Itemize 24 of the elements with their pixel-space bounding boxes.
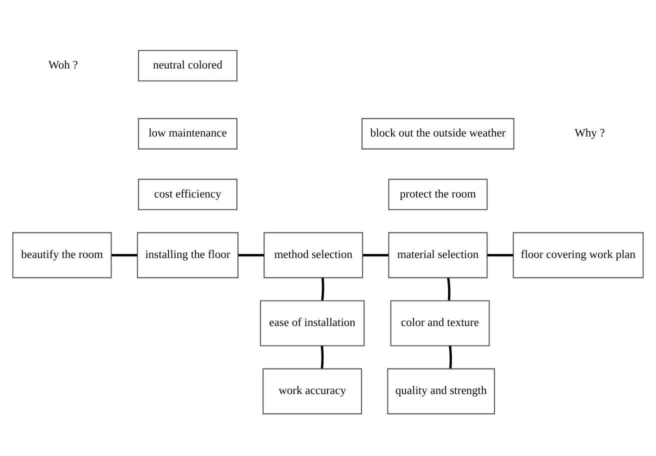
- connector: [487, 254, 514, 256]
- node-box: material selection: [388, 232, 488, 278]
- connector: [112, 254, 138, 256]
- node-box: beautify the room: [12, 232, 112, 278]
- node-box: work accuracy: [262, 368, 362, 414]
- connector: [447, 277, 450, 300]
- connector: [321, 277, 324, 300]
- node-box: method selection: [264, 232, 364, 278]
- node-box: color and texture: [390, 300, 490, 346]
- node-box: floor covering work plan: [512, 232, 644, 278]
- node-box: neutral colored: [138, 50, 238, 81]
- connector: [362, 254, 388, 256]
- label: Woh ?: [48, 59, 78, 72]
- node-box: protect the room: [388, 178, 488, 210]
- node-box: installing the floor: [136, 232, 238, 278]
- connector: [448, 345, 452, 368]
- node-box: quality and strength: [387, 368, 495, 414]
- connector: [320, 345, 324, 368]
- node-box: cost efficiency: [138, 178, 238, 210]
- node-box: block out the outside weather: [362, 118, 514, 149]
- label: Why ?: [574, 127, 605, 140]
- connector: [238, 254, 264, 256]
- node-box: low maintenance: [138, 118, 238, 149]
- node-box: ease of installation: [260, 300, 365, 346]
